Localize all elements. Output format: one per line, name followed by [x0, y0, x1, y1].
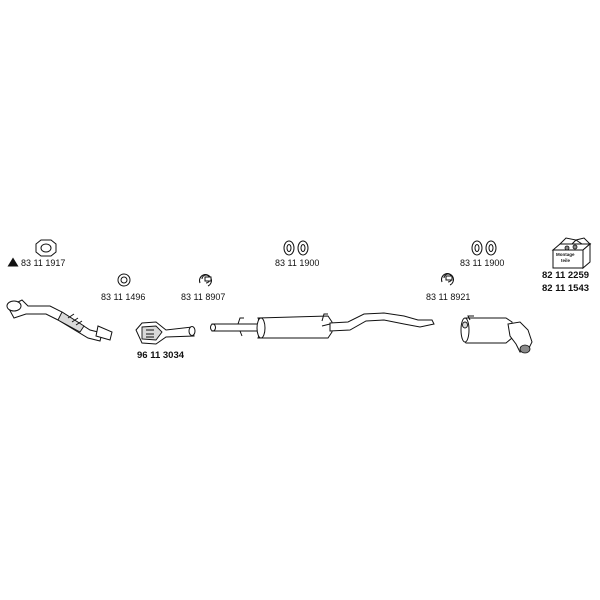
catalyst-icon [135, 321, 196, 345]
kit-box-text-1: Montage [556, 252, 575, 257]
rear-silencer-icon [460, 315, 533, 354]
catalyst-label: 96 11 3034 [137, 350, 185, 361]
clamp-left-label: 83 11 8907 [181, 292, 226, 302]
kit-box-text-2: teile [561, 258, 571, 263]
gasket-top-left-icon [35, 239, 57, 257]
front-pipe-icon [6, 299, 113, 342]
gasket-top-left-label: 83 11 1917 [21, 258, 66, 268]
center-silencer-icon [210, 312, 435, 339]
ring-gasket-label: 83 11 1496 [101, 292, 146, 302]
warning-triangle-icon [7, 257, 19, 267]
clamp-right-label: 83 11 8921 [426, 292, 471, 302]
mounting-kit-icon [551, 237, 592, 270]
ring-gasket-icon [117, 273, 131, 287]
clamp-right-icon [441, 273, 454, 286]
kit-b-label: 82 11 1543 [542, 283, 590, 294]
clamp-left-icon [199, 274, 212, 287]
hangers-right-label: 83 11 1900 [460, 258, 505, 268]
kit-a-label: 82 11 2259 [542, 270, 590, 281]
hangers-center-icon [283, 240, 309, 256]
hangers-right-icon [471, 240, 497, 256]
hangers-center-label: 83 11 1900 [275, 258, 320, 268]
